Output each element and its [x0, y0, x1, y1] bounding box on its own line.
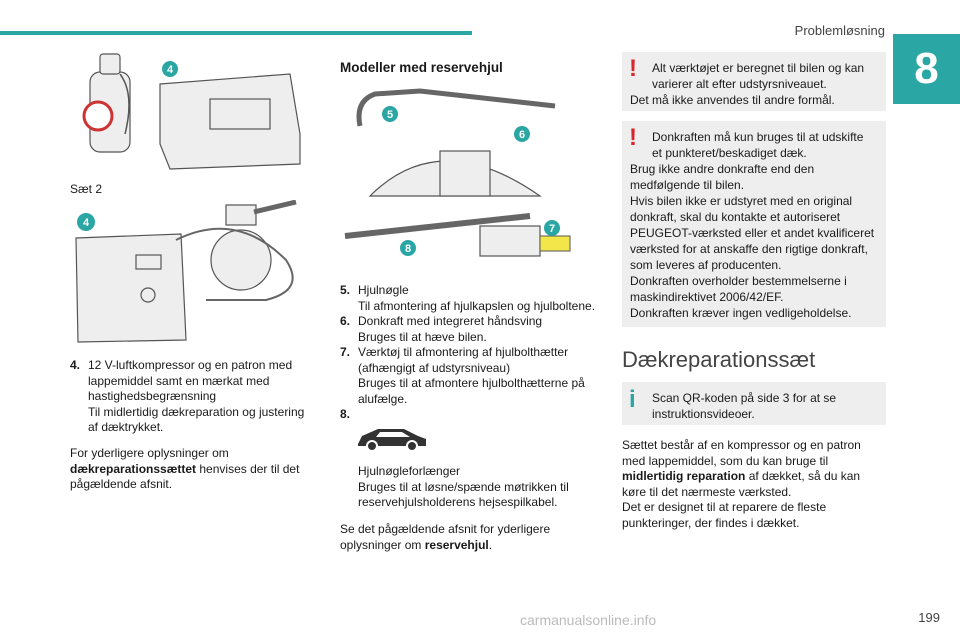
callout-label: 7 — [549, 223, 555, 235]
car-icon — [358, 429, 426, 452]
callout-badge — [382, 106, 398, 122]
callout-badge — [162, 61, 178, 77]
header-accent-bar — [0, 31, 472, 35]
section-title: Problemløsning — [794, 23, 885, 38]
callout-label: 8 — [405, 243, 411, 255]
callout-label: 4 — [83, 217, 90, 229]
item-8-description: Hjulnøgleforlænger Bruges til at løsne/s… — [358, 464, 569, 509]
callout-label: 6 — [519, 129, 525, 141]
list-item: 8. — [340, 407, 351, 421]
list-item: 6. Donkraft med integreret håndsving Bru… — [340, 314, 543, 344]
tools-illustration: 5 6 7 8 — [344, 88, 571, 257]
callout-label: 4 — [167, 64, 174, 76]
spare-wheel-title: Modeller med reservehjul — [340, 60, 503, 75]
list-item: 7. Værktøj til afmontering af hjulbolthæ… — [340, 345, 585, 406]
page-number: 199 — [918, 610, 940, 625]
set2-label: Sæt 2 — [70, 182, 103, 196]
callout-badge — [77, 213, 95, 231]
kit-set1-illustration: 4 — [82, 53, 301, 170]
warning-icon: ! — [629, 55, 637, 82]
repair-kit-description: Sættet består af en kompressor og en pat… — [622, 438, 861, 530]
warning-box-tools: ! Alt værktøjet er beregnet til bilen og… — [622, 52, 886, 111]
callout-badge — [400, 240, 416, 256]
callout-label: 5 — [387, 109, 393, 121]
warning-icon: ! — [629, 124, 637, 151]
kit-reference-note: For yderligere oplysninger om dækreparat… — [70, 446, 300, 491]
info-box-qr: i Scan QR-koden på side 3 for at se inst… — [622, 382, 886, 425]
item-number: 4. — [70, 358, 81, 372]
section-heading: Dækreparationssæt — [622, 347, 816, 372]
item-4: 4. 12 V-luftkompressor og en patron med … — [70, 358, 305, 434]
tools-list: 5. Hjulnøgle Til afmontering af hjulkaps… — [340, 283, 605, 423]
watermark: carmanualsonline.info — [520, 612, 657, 628]
chapter-number-tab: 8 — [893, 34, 960, 104]
callout-badge — [544, 220, 560, 236]
list-item: 5. Hjulnøgle Til afmontering af hjulkaps… — [340, 283, 596, 313]
warning-box-jack: ! Donkraften må kun bruges til at udskif… — [622, 121, 886, 327]
spare-wheel-reference: Se det pågældende afsnit for yderligere … — [340, 522, 551, 552]
callout-badge — [514, 126, 530, 142]
speed-label-icon — [82, 100, 114, 132]
info-icon: i — [629, 386, 636, 413]
kit-set2-illustration: 4 — [75, 200, 297, 343]
